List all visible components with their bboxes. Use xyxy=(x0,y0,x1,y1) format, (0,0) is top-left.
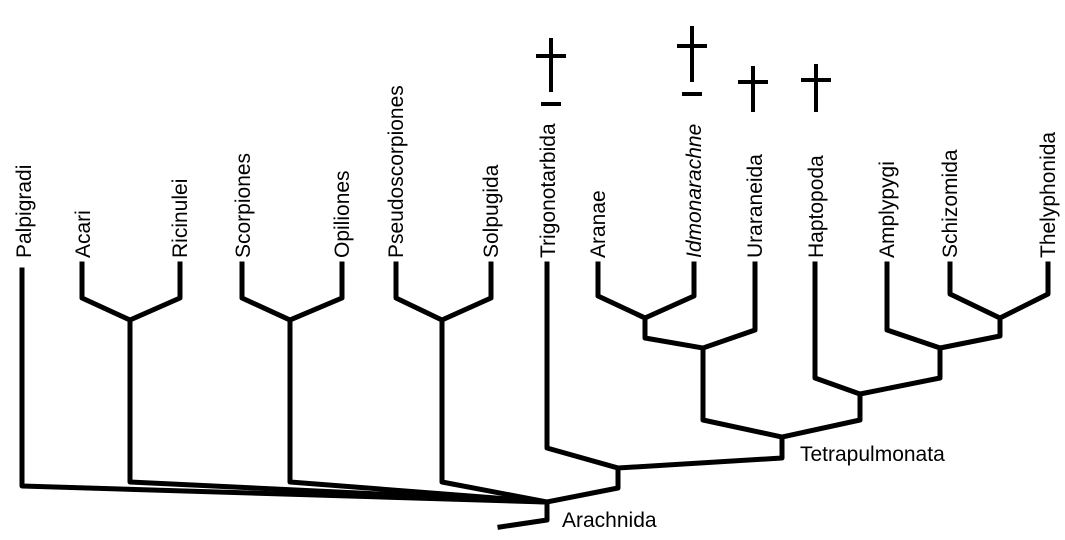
taxon-label-aranae: Aranae xyxy=(587,190,610,258)
branch-scorpiones-opiliones-clade xyxy=(287,317,550,505)
taxon-label-idmonarachne: Idmonarachne xyxy=(683,124,706,258)
branch-pedipalpi-group xyxy=(779,391,863,440)
branch-uraraneida xyxy=(699,261,758,352)
branch-palpigradi xyxy=(19,267,550,505)
taxon-label-solpugida: Solpugida xyxy=(480,164,503,258)
branch-trigonotarbida xyxy=(544,261,622,472)
taxon-label-ricinulei: Ricinulei xyxy=(169,179,192,258)
taxon-label-acari: Acari xyxy=(72,210,95,258)
branch-trigonotarbida-tetrapulmonata-clade xyxy=(544,465,621,505)
taxon-labels: Palpigradi Acari Ricinulei Scorpiones Op… xyxy=(13,85,1060,258)
branch-amplypygi xyxy=(884,261,944,352)
branch-idmonarachne xyxy=(641,261,697,322)
branch-acari-ricinulei-clade xyxy=(127,317,550,505)
taxon-label-haptopoda: Haptopoda xyxy=(805,155,828,258)
branch-schizomida xyxy=(947,261,1004,322)
branch-aranae xyxy=(595,261,649,322)
taxon-label-palpigradi: Palpigradi xyxy=(13,165,36,258)
taxon-label-uraraneida: Uraraneida xyxy=(744,154,767,258)
branch-haptopoda xyxy=(812,261,864,398)
branch-pseudo-solpugida-clade xyxy=(439,317,550,505)
branch-aranae-group xyxy=(700,345,785,440)
clade-label-arachnida: Arachnida xyxy=(562,509,657,532)
extinct-dagger-icon xyxy=(677,26,707,96)
extinct-markers xyxy=(536,26,831,112)
clade-label-tetrapulmonata: Tetrapulmonata xyxy=(800,443,945,466)
branch-tetrapulmonata xyxy=(615,434,785,471)
extinct-dagger-icon xyxy=(536,38,566,106)
branch-solpugida xyxy=(438,261,494,324)
taxon-label-trigonotarbida: Trigonotarbida xyxy=(537,123,560,258)
taxon-label-schizomida: Schizomida xyxy=(939,149,962,258)
branch-pseudoscorpiones xyxy=(393,261,446,324)
branch-acari xyxy=(79,261,134,324)
extinct-dagger-icon xyxy=(738,66,768,112)
root-stem xyxy=(497,499,550,530)
branch-thelyphonida xyxy=(996,261,1051,322)
tree-branches xyxy=(19,261,1051,530)
branch-uropygi xyxy=(937,315,1003,351)
taxon-label-thelyphonida: Thelyphonida xyxy=(1037,132,1060,258)
taxon-label-pseudoscorpiones: Pseudoscorpiones xyxy=(385,85,408,258)
branch-aranae-idmonarachne xyxy=(642,315,706,351)
taxon-label-scorpiones: Scorpiones xyxy=(232,153,255,258)
taxon-label-opiliones: Opiliones xyxy=(331,170,354,258)
branch-amplypygi-uropygi xyxy=(857,345,943,397)
branch-ricinulei xyxy=(126,261,183,324)
branch-opiliones xyxy=(286,261,345,324)
extinct-dagger-icon xyxy=(801,64,831,112)
branch-scorpiones xyxy=(239,261,294,324)
taxon-label-amplypygi: Amplypygi xyxy=(876,161,899,258)
